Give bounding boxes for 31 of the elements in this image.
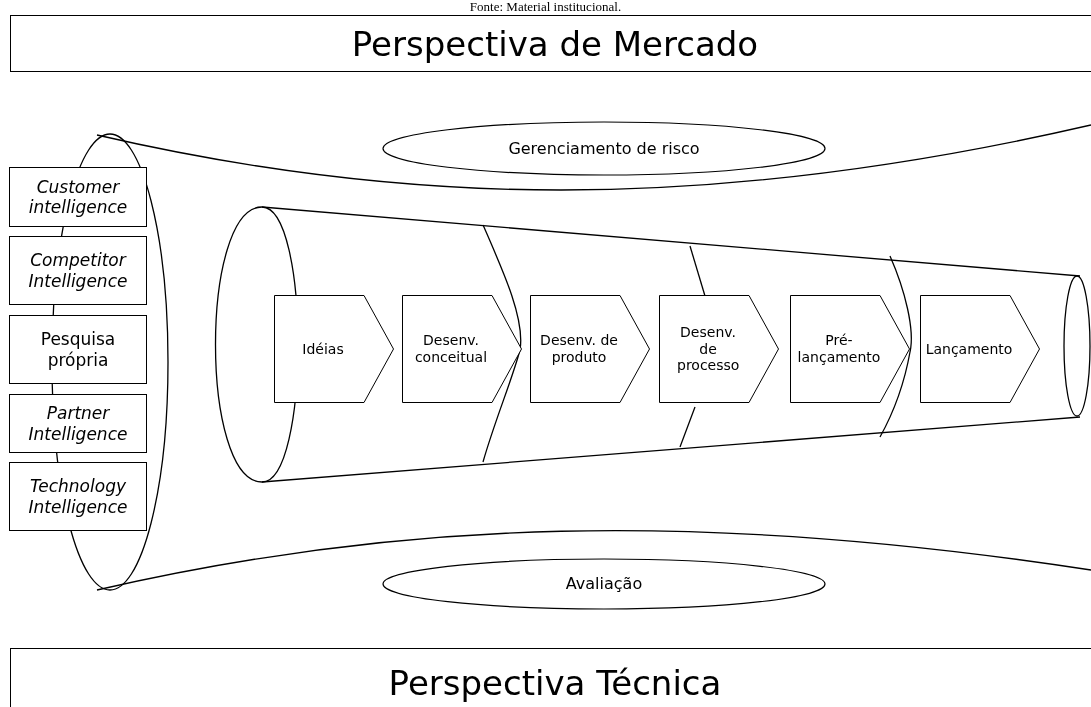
node-text: Desenv. de processo — [677, 323, 739, 375]
node-text: Idéias — [302, 340, 344, 358]
oval-label — [382, 558, 826, 610]
source-note: Fonte: Material institucional. — [468, 0, 623, 13]
source-box — [9, 167, 147, 227]
node-text: Lançamento — [925, 340, 1013, 358]
heading-band — [10, 648, 1091, 707]
node-text: Gerenciamento de risco — [508, 137, 700, 160]
stage-pentagon — [274, 295, 394, 403]
source-box — [9, 394, 147, 453]
stage-pentagon — [790, 295, 910, 403]
source-box — [9, 315, 147, 384]
node-text: Customer intelligence — [27, 176, 129, 218]
source-box — [9, 236, 147, 305]
node-text: Pré- lançamento — [796, 332, 882, 366]
stage-pentagon — [659, 295, 779, 403]
node-text: Pesquisa própria — [39, 329, 117, 370]
node-text: Partner Intelligence — [27, 403, 129, 444]
node-text: Desenv. conceitual — [413, 332, 489, 366]
stage-pentagon — [530, 295, 650, 403]
node-text: Perspectiva Técnica — [388, 666, 722, 700]
node-text: Technology Intelligence — [27, 476, 129, 517]
node-text: Avaliação — [565, 573, 643, 595]
stage-pentagon — [402, 295, 522, 403]
source-box — [9, 462, 147, 531]
node-text: Competitor Intelligence — [27, 250, 129, 291]
heading-band — [10, 15, 1091, 72]
node-text: Perspectiva de Mercado — [351, 26, 759, 61]
node-text: Desenv. de produto — [539, 332, 619, 366]
stage-pentagon — [920, 295, 1040, 403]
oval-label — [382, 121, 826, 176]
